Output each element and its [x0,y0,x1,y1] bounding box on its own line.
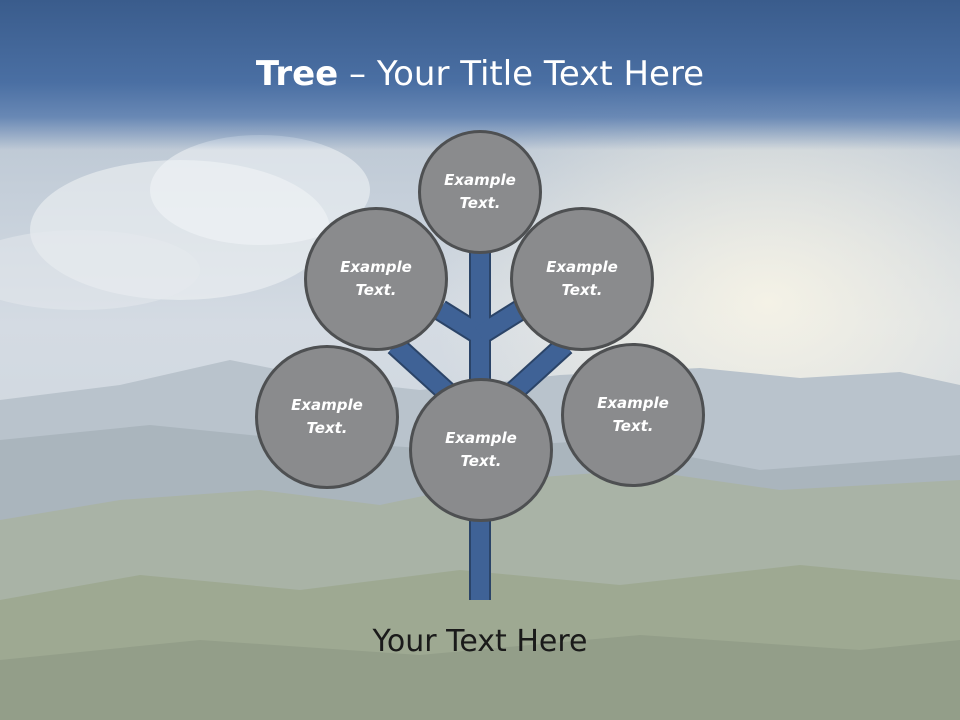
tree-node-upper-left[interactable]: Example Text. [304,207,448,351]
tree-node-upper-right[interactable]: Example Text. [510,207,654,351]
slide-title[interactable]: Tree – Your Title Text Here [0,52,960,96]
node-label: Example Text. [291,396,363,437]
node-label: Example Text. [445,429,517,470]
title-bar [0,0,960,150]
node-label: Example Text. [597,394,669,435]
tree-node-top[interactable]: Example Text. [418,130,542,254]
tree-node-lower-right[interactable]: Example Text. [561,343,705,487]
tree-node-lower-left[interactable]: Example Text. [255,345,399,489]
node-label: Example Text. [340,258,412,299]
title-bold: Tree [255,54,339,94]
tree-node-center[interactable]: Example Text. [409,378,553,522]
node-label: Example Text. [444,171,516,212]
footer-text[interactable]: Your Text Here [372,624,588,659]
node-label: Example Text. [546,258,618,299]
title-rest: – Your Title Text Here [338,54,705,94]
